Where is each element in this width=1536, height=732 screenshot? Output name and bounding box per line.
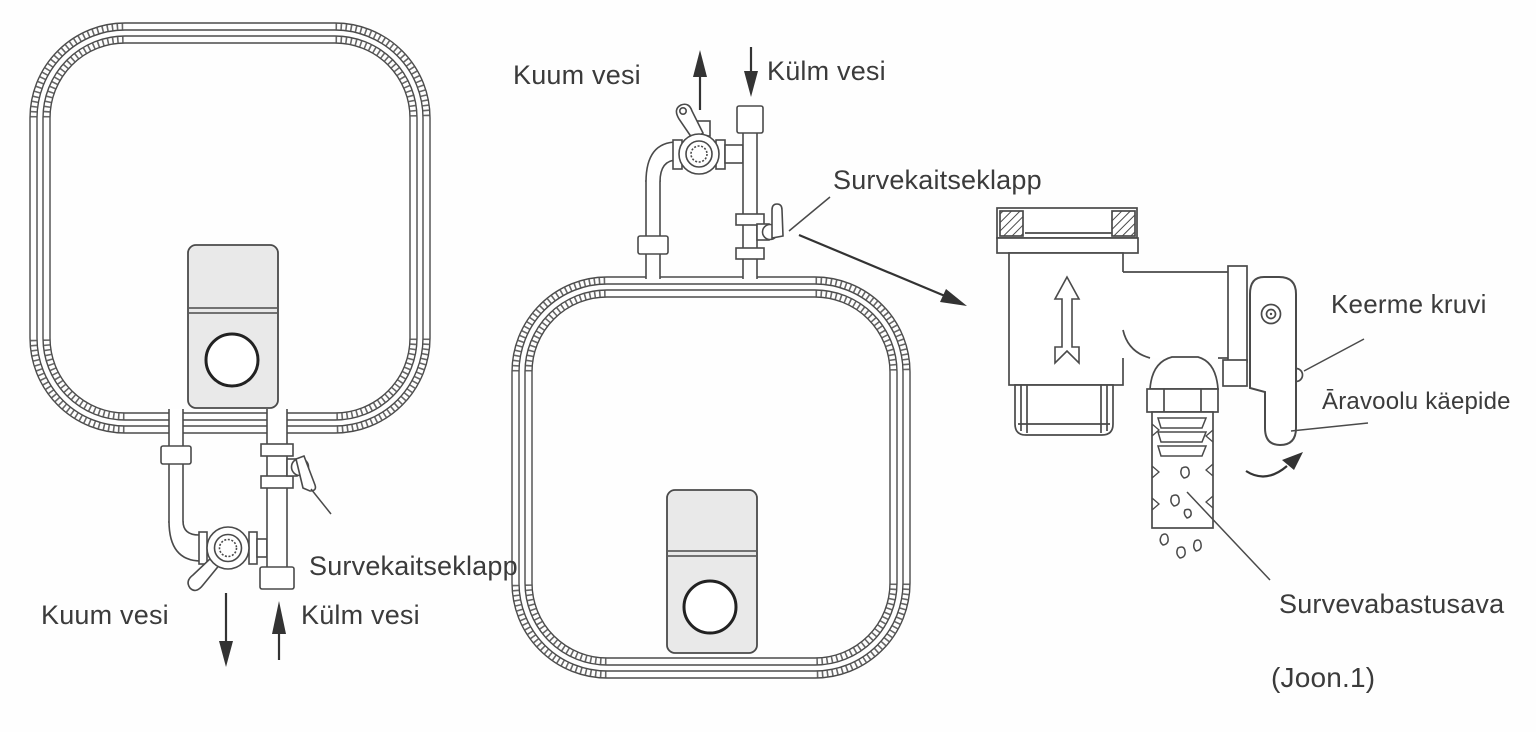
leader-lines [1186,338,1369,581]
left-safety-valve [286,454,317,492]
pipe-coupling [160,445,192,465]
left-heater-control-panel [187,244,279,409]
middle-heater-flow-arrows [693,47,758,110]
drain-handle [1249,276,1297,447]
left-safety-valve-label: Survekaitseklapp [309,551,518,581]
middle-safety-valve [756,203,784,241]
middle-heater-piping [637,103,831,279]
left-heater-piping [160,409,332,592]
left-hot-water-label: Kuum vesi [41,600,169,630]
left-heater-tank [29,22,431,434]
thread-screw-label: Keerme kruvi [1331,289,1487,319]
middle-safety-valve-label: Survekaitseklapp [833,165,1042,195]
flow-direction-arrow [1053,275,1081,365]
cold-in-arrow [272,601,286,634]
middle-heater-control-panel [666,489,758,654]
water-droplets [1159,466,1202,559]
drain-outlet [1146,356,1219,529]
hot-out-arrow [219,641,233,667]
figure-caption: (Joon.1) [1271,662,1376,693]
hot-out-arrow [693,50,707,77]
left-heater-flow-arrows [219,593,286,667]
middle-cold-water-label: Külm vesi [767,56,886,86]
leader-line [788,196,831,232]
rotation-arrow [1245,452,1303,478]
tap-valve-body [678,133,720,175]
pressure-relief-label: Survevabastusava [1279,589,1505,619]
pipe-coupling [637,235,669,255]
arrowhead [940,289,967,306]
thermostat-knob [204,332,260,388]
leader-line [310,488,332,515]
left-cold-water-label: Külm vesi [301,600,420,630]
tap-valve-body [206,526,250,570]
thermostat-knob [682,579,738,635]
middle-hot-water-label: Kuum vesi [513,60,641,90]
drain-handle-label: Āravoolu käepide [1322,388,1511,415]
safety-valve-detail [996,207,1369,581]
cold-in-arrow [744,71,758,97]
tank-corner-texture [512,277,910,678]
detail-callout-arrow [798,233,967,306]
middle-heater-tank [511,276,911,679]
tank-corner-texture [30,23,430,433]
